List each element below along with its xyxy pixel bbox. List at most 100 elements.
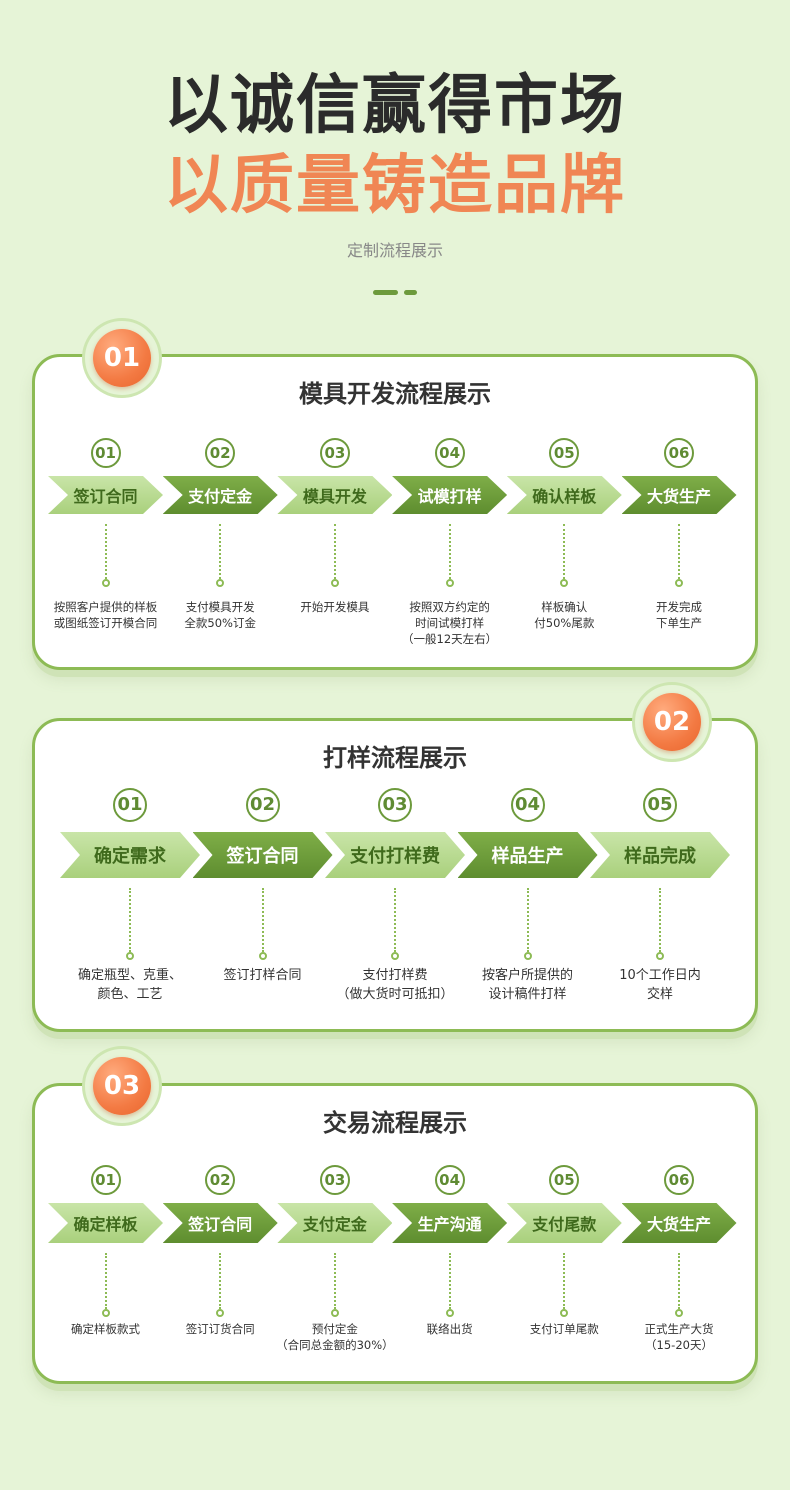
connector-line (678, 1253, 680, 1309)
section-number: 03 (93, 1057, 151, 1115)
step-description: 开发完成下单生产 (620, 599, 738, 631)
connector-line (261, 888, 264, 952)
connector-dot (675, 579, 683, 587)
step-arrow: 样品生产 (457, 832, 598, 878)
step-label: 大货生产 (646, 487, 711, 506)
description-line: 签订订货合同 (185, 1322, 255, 1336)
connector-line (448, 524, 451, 579)
description-line: 开始开发模具 (300, 600, 370, 614)
description-line: 签订打样合同 (223, 968, 302, 983)
step-number: 05 (549, 438, 580, 468)
step-arrow: 支付打样费 (325, 832, 465, 878)
divider-dash-short (404, 290, 417, 295)
description-line: 确定瓶型、克重、 (77, 968, 182, 983)
step-label: 样品生产 (491, 846, 564, 867)
connector-line (563, 1253, 566, 1309)
step-number: 04 (434, 438, 465, 468)
step-label: 签订合同 (226, 846, 299, 867)
step-label: 试模打样 (417, 487, 482, 506)
step-label: 支付尾款 (532, 1215, 597, 1234)
step-label: 确认样板 (532, 487, 597, 506)
step-description: 确定样板款式 (47, 1321, 165, 1337)
connector-dot (656, 952, 664, 960)
description-line: 开发完成 (656, 600, 702, 614)
description-line: 交样 (646, 987, 673, 1002)
connector-dot (101, 1309, 110, 1317)
step-description: 10个工作日内交样 (590, 966, 730, 1004)
section-badge: 02 (632, 682, 712, 762)
connector-dot (445, 579, 454, 587)
description-line: 联络出货 (426, 1322, 473, 1336)
step-number: 03 (378, 788, 412, 822)
step-description: 签订订货合同 (161, 1321, 279, 1337)
description-line: 或图纸签订开模合同 (53, 616, 158, 630)
step-arrow: 签订合同 (162, 1203, 278, 1243)
section-number: 02 (643, 693, 701, 751)
step-description: 按客户所提供的设计稿件打样 (458, 966, 598, 1004)
step-description: 签订打样合同 (193, 966, 333, 985)
step-number: 03 (319, 438, 350, 468)
step-description: 支付打样费（做大货时可抵扣） (325, 966, 465, 1004)
step-number: 04 (434, 1165, 465, 1195)
card-title: 打样流程展示 (323, 744, 467, 772)
step-label: 确定样板 (73, 1215, 138, 1234)
step-arrow: 确认样板 (506, 476, 622, 514)
step-label: 支付定金 (302, 1215, 367, 1234)
step-arrow: 确定需求 (60, 832, 200, 878)
step-label: 支付定金 (188, 487, 253, 506)
step-number: 06 (664, 1165, 694, 1195)
connector-line (678, 524, 680, 579)
connector-dot (258, 952, 267, 960)
step-arrow: 签订合同 (192, 832, 333, 878)
connector-dot (330, 1309, 339, 1317)
description-line: （合同总金额的30%） (276, 1338, 394, 1352)
step-description: 联络出货 (391, 1321, 509, 1337)
connector-line (129, 888, 131, 952)
step-arrow: 支付定金 (277, 1203, 393, 1243)
step-description: 开始开发模具 (276, 599, 394, 615)
connector-line (563, 524, 566, 579)
step-description: 样板确认付50%尾款 (505, 599, 623, 631)
step-description: 支付模具开发全款50%订金 (161, 599, 279, 631)
connector-dot (126, 952, 134, 960)
step-description: 确定瓶型、克重、颜色、工艺 (60, 966, 200, 1004)
step-arrow: 支付定金 (162, 476, 278, 514)
step-number: 02 (245, 788, 280, 822)
connector-dot (675, 1309, 683, 1317)
connector-line (219, 1253, 222, 1309)
connector-dot (560, 579, 569, 587)
step-description: 预付定金 （合同总金额的30%） (276, 1321, 394, 1353)
connector-line (448, 1253, 451, 1309)
description-line: 颜色、工艺 (97, 987, 163, 1002)
step-number: 01 (90, 1165, 121, 1195)
step-description: 正式生产大货（15-20天） (620, 1321, 738, 1353)
subtitle: 定制流程展示 (346, 241, 443, 260)
connector-line (333, 1253, 336, 1309)
headline-integrity: 以诚信赢得市场 (164, 69, 626, 143)
connector-dot (523, 952, 532, 960)
connector-dot (560, 1309, 569, 1317)
description-line: 预付定金 (311, 1322, 358, 1336)
description-line: 付50%尾款 (534, 616, 595, 630)
step-number: 02 (205, 1165, 236, 1195)
connector-line (333, 524, 336, 579)
step-label: 模具开发 (302, 487, 367, 506)
description-line: 按客户所提供的 (481, 968, 573, 983)
step-number: 06 (664, 438, 694, 468)
connector-dot (330, 579, 339, 587)
step-number: 02 (205, 438, 236, 468)
connector-dot (445, 1309, 454, 1317)
description-line: 确定样板款式 (71, 1322, 140, 1336)
connector-dot (101, 579, 110, 587)
description-line: 样板确认 (541, 600, 588, 614)
step-number: 01 (90, 438, 121, 468)
description-line: 下单生产 (656, 616, 702, 630)
connector-line (219, 524, 222, 579)
card-title: 模具开发流程展示 (299, 380, 491, 408)
step-arrow: 样品完成 (590, 832, 730, 878)
card-title: 交易流程展示 (323, 1109, 467, 1137)
step-label: 样品完成 (624, 846, 696, 867)
step-number: 05 (549, 1165, 580, 1195)
description-line: 设计稿件打样 (488, 987, 567, 1002)
headline-quality: 以质量铸造品牌 (164, 149, 626, 223)
